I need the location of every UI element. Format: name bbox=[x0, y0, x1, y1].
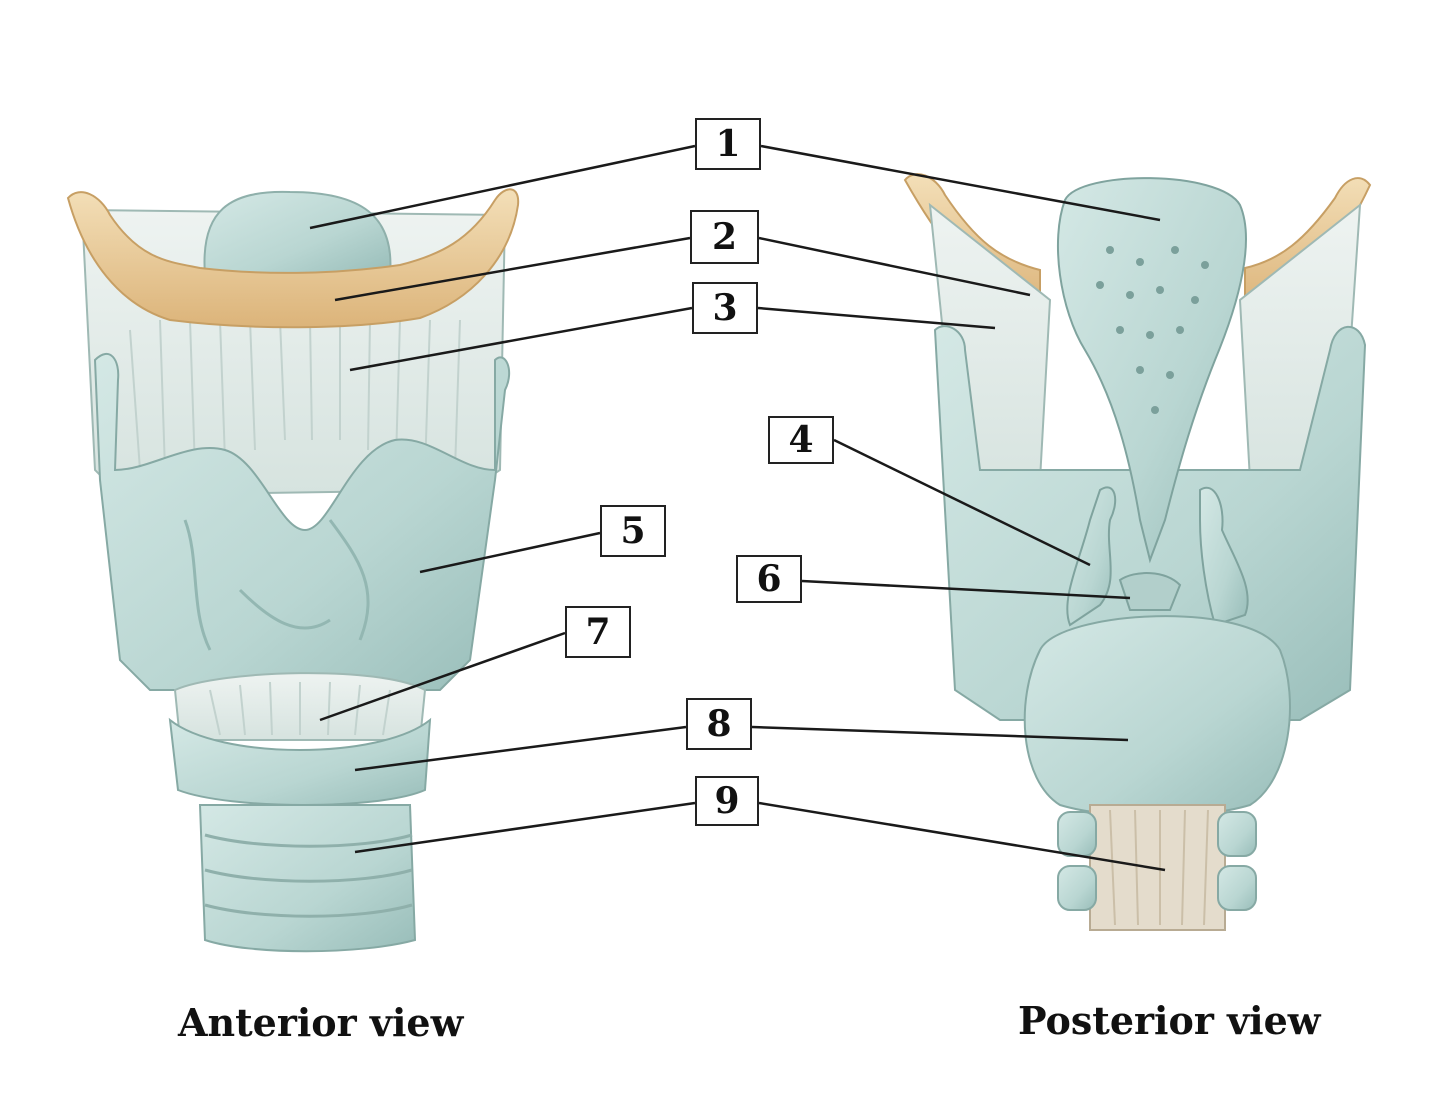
leader-8-right bbox=[751, 725, 1129, 742]
leader-7 bbox=[319, 631, 566, 722]
posterior-trachea-fibers bbox=[1109, 809, 1209, 926]
leader-5 bbox=[419, 531, 601, 574]
anterior-hyoid-bone bbox=[66, 188, 520, 329]
leader-2-right bbox=[758, 236, 1031, 297]
anterior-ligament-fibers bbox=[209, 681, 391, 736]
anterior-tracheal-rings bbox=[204, 833, 413, 918]
posterior-arytenoid-right bbox=[1199, 486, 1249, 627]
posterior-epiglottis bbox=[1056, 177, 1247, 564]
leader-1-right bbox=[760, 144, 1161, 222]
label-box-4: 4 bbox=[768, 416, 834, 464]
label-box-1: 1 bbox=[695, 118, 761, 170]
leader-3-right bbox=[757, 306, 996, 330]
leader-9-left bbox=[354, 801, 696, 854]
anterior-view-illustration bbox=[66, 188, 520, 953]
label-box-8: 8 bbox=[686, 698, 752, 750]
leader-lines bbox=[309, 144, 1166, 872]
leader-1-left bbox=[309, 144, 696, 230]
leader-6 bbox=[801, 579, 1131, 600]
label-box-9: 9 bbox=[695, 776, 759, 826]
anterior-cricoid-cartilage bbox=[168, 717, 432, 806]
leader-8-left bbox=[354, 725, 687, 772]
leader-2-left bbox=[334, 236, 691, 302]
posterior-view-illustration bbox=[903, 173, 1372, 931]
posterior-view-caption: Posterior view bbox=[1018, 998, 1321, 1043]
anterior-trachea bbox=[198, 804, 417, 953]
label-box-3: 3 bbox=[692, 282, 758, 334]
leader-3-left bbox=[349, 306, 693, 372]
posterior-epiglottis-pits bbox=[1096, 246, 1209, 414]
posterior-tracheal-ring-ends bbox=[1057, 811, 1257, 911]
label-box-7: 7 bbox=[565, 606, 631, 658]
label-box-5: 5 bbox=[600, 505, 666, 557]
leader-4 bbox=[833, 438, 1091, 567]
posterior-cricoid-cartilage bbox=[1023, 615, 1291, 818]
anterior-epiglottis bbox=[203, 190, 392, 276]
leader-9-right bbox=[758, 801, 1166, 872]
posterior-arytenoid-left bbox=[1066, 486, 1117, 627]
posterior-corniculate bbox=[1118, 572, 1182, 611]
label-box-2: 2 bbox=[690, 210, 759, 264]
label-box-6: 6 bbox=[736, 555, 802, 603]
anterior-view-caption: Anterior view bbox=[178, 1000, 464, 1045]
anterior-oblique-line bbox=[183, 519, 370, 651]
